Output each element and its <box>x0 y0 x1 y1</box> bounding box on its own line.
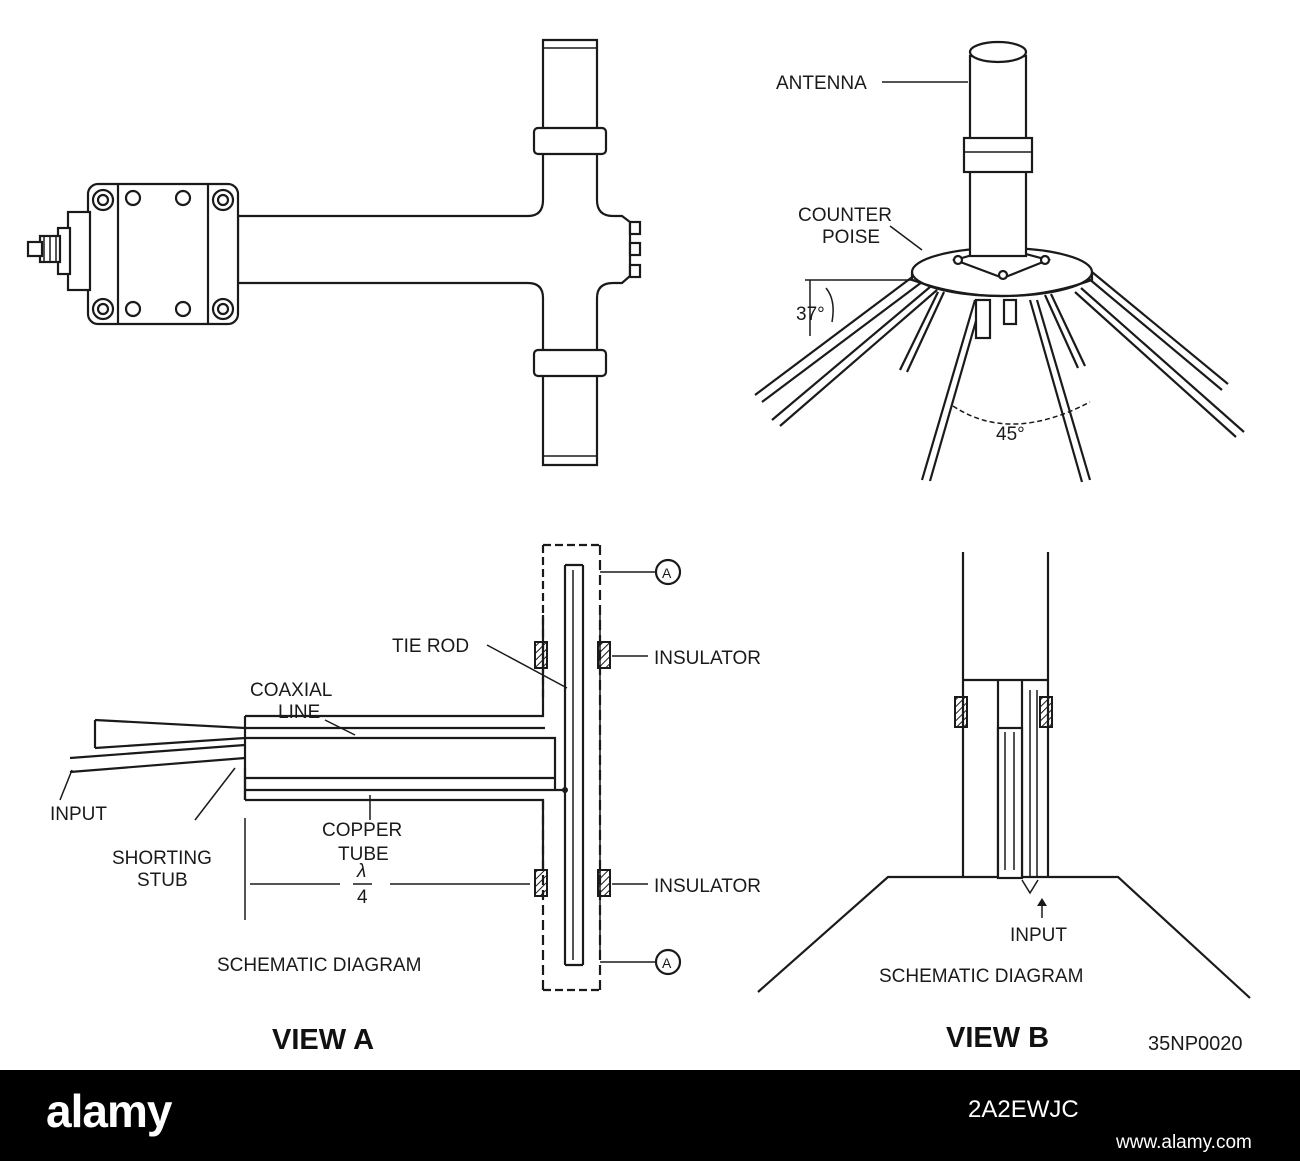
copper-tube-label-line1: COPPER <box>322 820 402 841</box>
view-b-schematic-drawing <box>757 552 1251 999</box>
view-b-title: VIEW B <box>946 1022 1049 1054</box>
watermark-site: www.alamy.com <box>1116 1132 1252 1153</box>
figure-code: 35NP0020 <box>1148 1033 1243 1055</box>
insulator-top-label: INSULATOR <box>654 648 761 669</box>
antenna-perspective-drawing <box>754 40 1245 483</box>
shorting-stub-label-line2: STUB <box>137 870 188 891</box>
insulator-bottom-label: INSULATOR <box>654 876 761 897</box>
view-a-schematic-caption: SCHEMATIC DIAGRAM <box>217 955 421 976</box>
input-label-view-b: INPUT <box>1010 925 1067 946</box>
view-a-title: VIEW A <box>272 1024 374 1056</box>
copper-tube-label-line2: TUBE <box>338 844 389 865</box>
view-a-schematic-drawing <box>59 543 682 992</box>
watermark-image-code: 2A2EWJC <box>968 1096 1079 1123</box>
input-label-view-a: INPUT <box>50 804 107 825</box>
counterpoise-label-line1: COUNTER <box>798 205 892 226</box>
antenna-top-view-drawing <box>26 38 642 467</box>
marker-a-bottom: A <box>662 955 672 971</box>
diagram-canvas: ANTENNA COUNTER POISE 37° 45° TIE ROD IN… <box>26 38 1251 1056</box>
watermark-banner: alamy 2A2EWJC www.alamy.com <box>0 1070 1300 1161</box>
view-b-schematic-caption: SCHEMATIC DIAGRAM <box>879 966 1083 987</box>
coaxial-line-label-line2: LINE <box>278 702 320 723</box>
counterpoise-label-line2: POISE <box>822 227 880 248</box>
angle-45-label: 45° <box>996 424 1025 445</box>
tie-rod-label: TIE ROD <box>392 636 469 657</box>
watermark-brand: alamy <box>46 1085 172 1137</box>
marker-a-top: A <box>662 565 672 581</box>
coaxial-line-label-line1: COAXIAL <box>250 680 332 701</box>
shorting-stub-label-line1: SHORTING <box>112 848 212 869</box>
antenna-label: ANTENNA <box>776 73 867 94</box>
lambda-denominator: 4 <box>357 887 368 908</box>
angle-37-label: 37° <box>796 304 825 325</box>
lambda-numerator: λ <box>356 861 366 882</box>
